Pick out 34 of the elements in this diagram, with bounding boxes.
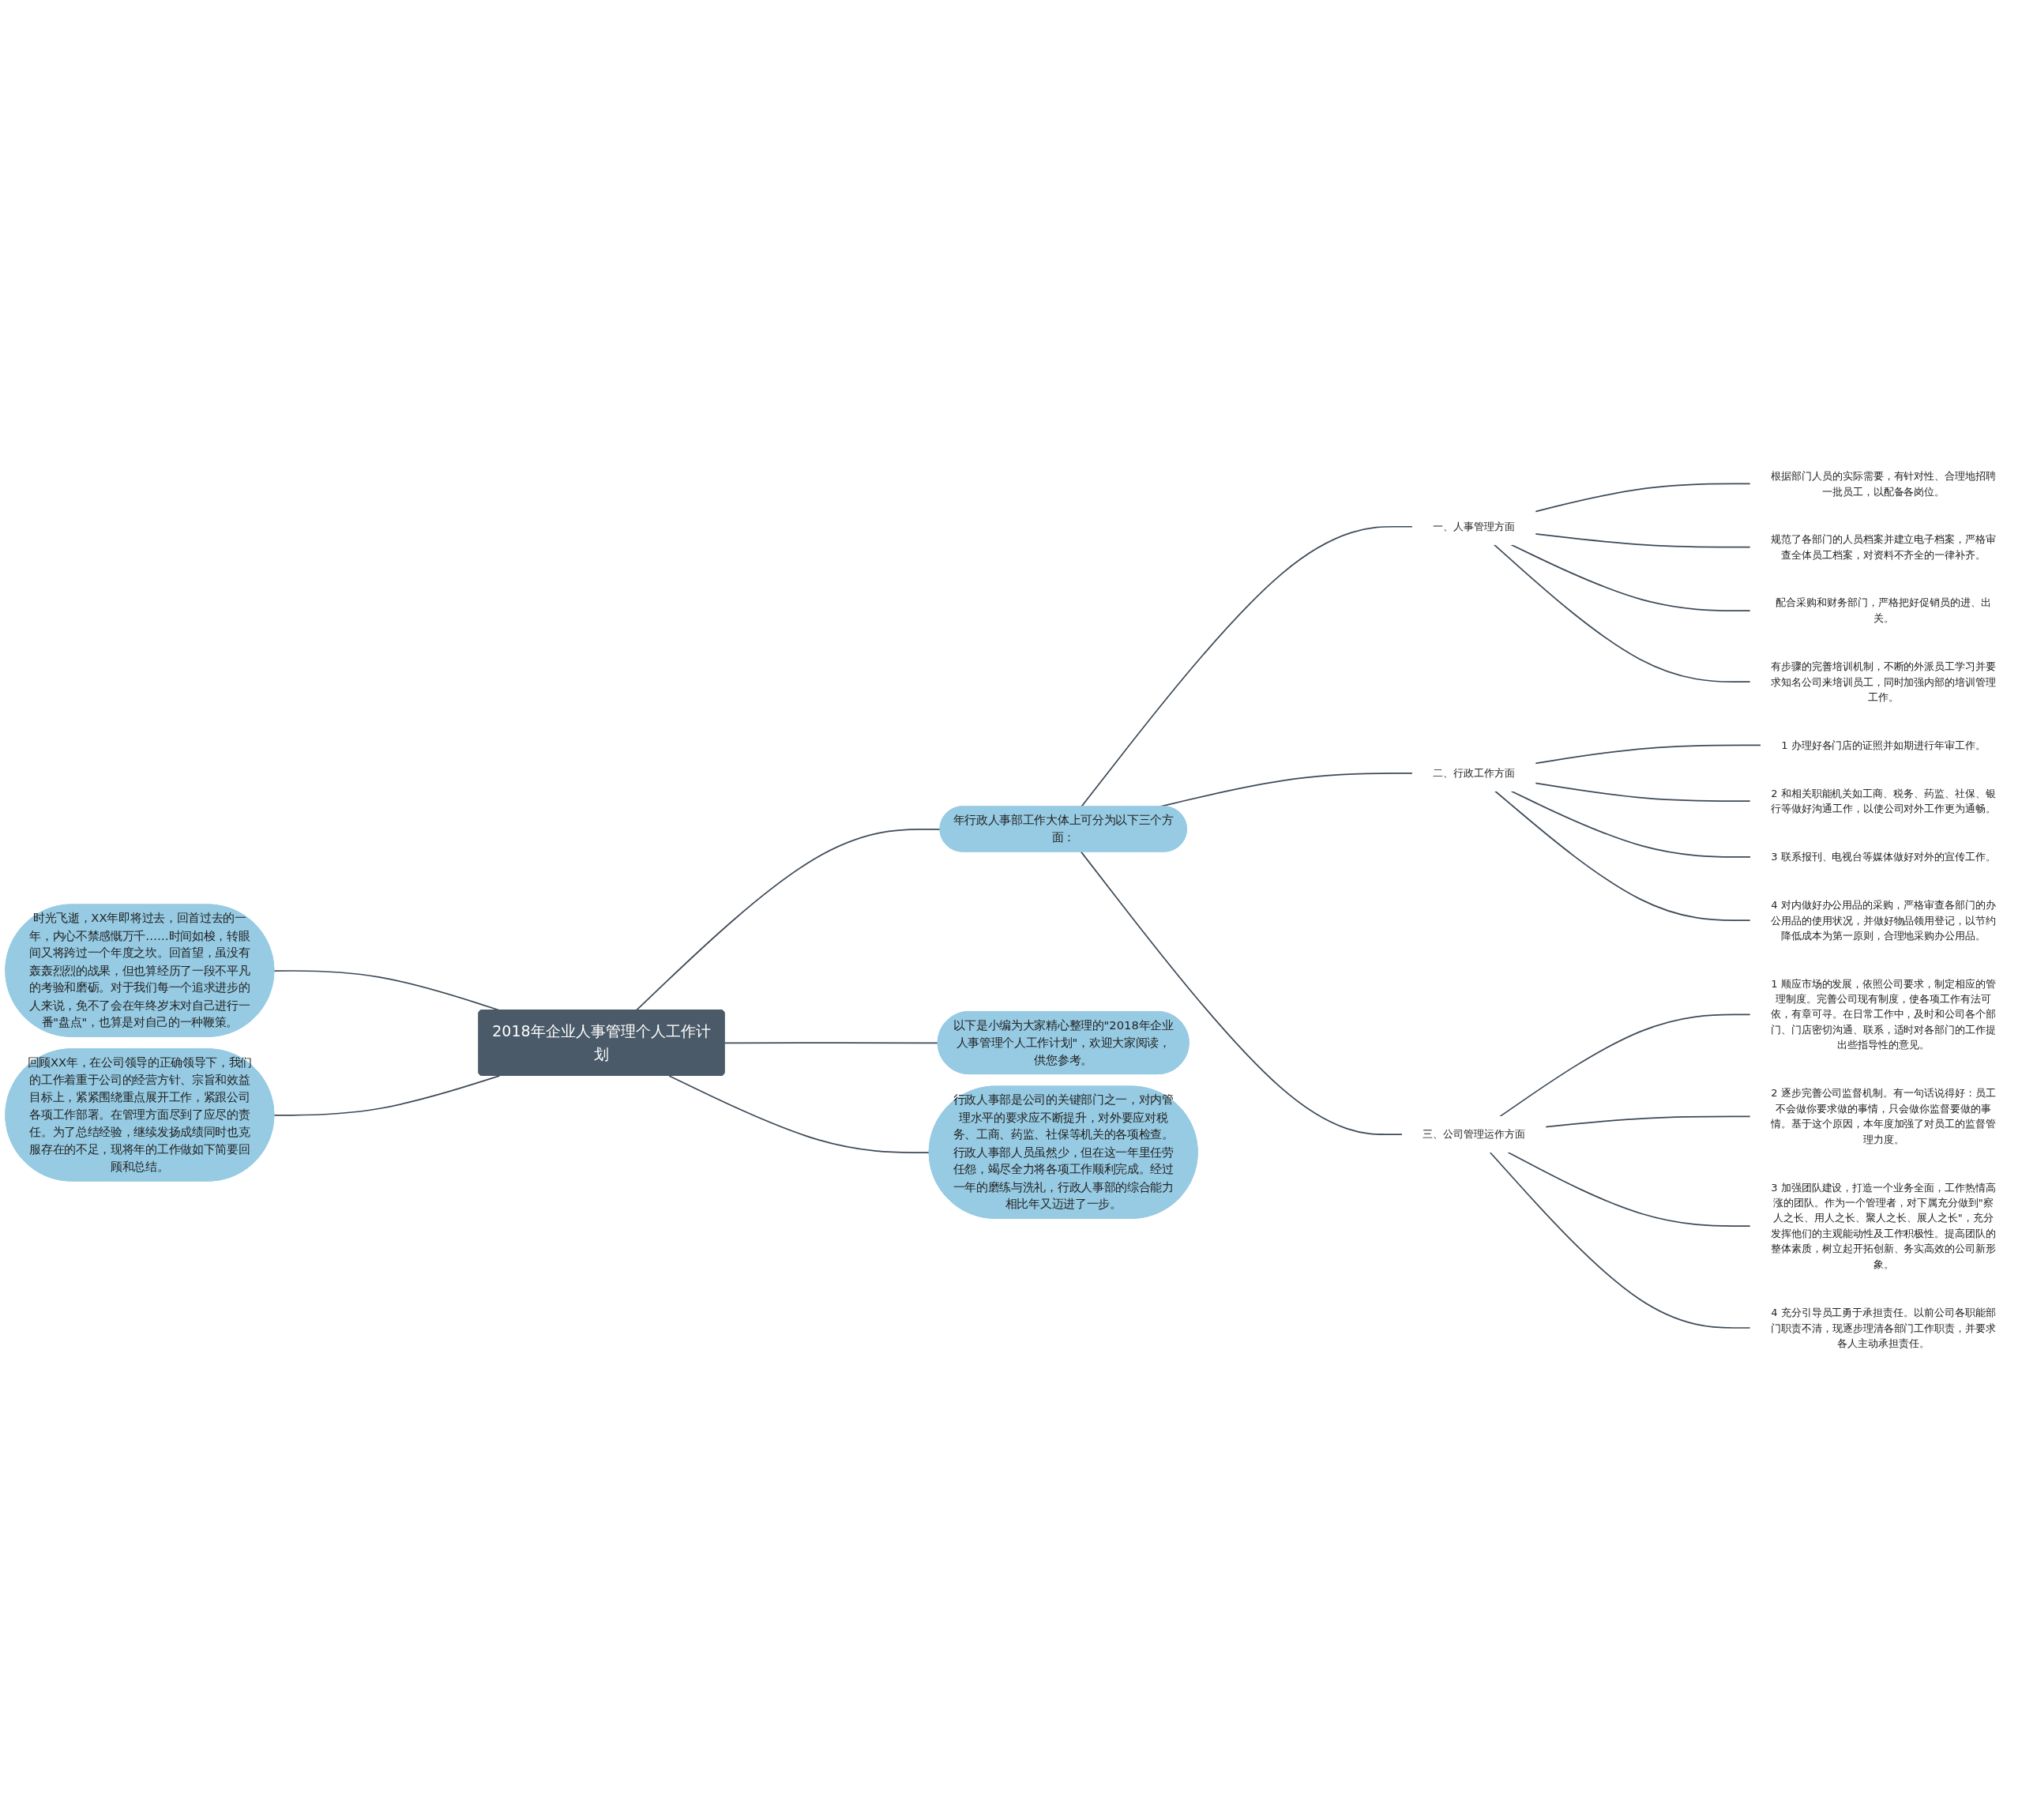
node-text: 3 联系报刊、电视台等媒体做好对外的宣传工作。 — [1771, 851, 1996, 863]
node-text: 规范了各部门的人员档案并建立电子档案，严格审查全体员工档案，对资料不齐全的一律补齐。 — [1771, 533, 1997, 562]
connector — [1535, 745, 1762, 765]
node-text: 有步骤的完善培训机制，不断的外派员工学习并要求知名公司来培训员工，同时加强内部的培训管理工作。 — [1771, 660, 1997, 704]
connector — [1081, 526, 1414, 808]
node-text: 4 充分引导员工勇于承担责任。以前公司各职能部门职责不清，现逐步理清各部门工作职责，并要求各人主动承担责任。 — [1771, 1307, 1997, 1350]
node-text: 1 顺应市场的发展，依照公司要求，制定相应的管理制度。完善公司现有制度，使各项工作有法可依，有章可寻。在日常工作中，及时和公司各个部门、门店密切沟通、联系，适时对各部门的工作提出些指导性的意见。 — [1771, 977, 1997, 1052]
connector — [1544, 1115, 1751, 1129]
connector — [635, 829, 941, 1012]
connector — [1510, 544, 1751, 612]
connector — [1499, 1014, 1751, 1118]
node-text: 2 和相关职能机关如工商、税务、药监、社保、银行等做好沟通工作，以使公司对外工作更为通畅。 — [1771, 787, 1997, 815]
connector — [1507, 1152, 1751, 1228]
node-text: 一、人事管理方面 — [1433, 521, 1515, 533]
connector — [1535, 533, 1751, 548]
connector — [1510, 791, 1752, 859]
node-text: 二、行政工作方面 — [1433, 767, 1515, 780]
connector — [1535, 483, 1751, 513]
connector — [1494, 791, 1751, 922]
node-text: 1 办理好各门店的证照并如期进行年审工作。 — [1781, 739, 1986, 752]
node-text: 根据部门人员的实际需要，有针对性、合理地招聘一批员工，以配备各岗位。 — [1771, 470, 1997, 498]
connector — [1493, 544, 1751, 683]
connector — [273, 1075, 501, 1117]
connector — [1489, 1152, 1751, 1329]
connector — [668, 1075, 930, 1154]
node-text: 配合采购和财务部门，严格把好促销员的进、出关。 — [1776, 596, 1991, 625]
connector — [1535, 782, 1751, 803]
connector — [723, 1042, 939, 1044]
connector — [1080, 852, 1404, 1136]
node-text: 2 逐步完善公司监督机制。有一句话说得好：员工不会做你要求做的事情，只会做你监督要做的事情。基于这个原因，本年度加强了对员工的监督管理力度。 — [1771, 1087, 1997, 1146]
node-text: 三、公司管理运作方面 — [1423, 1128, 1525, 1141]
connector — [273, 970, 501, 1012]
node-text: 3 加强团队建设，打造一个业务全面，工作热情高涨的团队。作为一个管理者，对下属充分做到"察人之长、用人之长、聚人之长、展人之长"，充分发挥他们的主观能动性及工作积极性。提高团队的整体素质，树立起开拓创新、务实高效的公司新形象。 — [1771, 1181, 1997, 1271]
node-text: 4 对内做好办公用品的采购，严格审查各部门的办公用品的使用状况，并做好物品领用登记，以节约降低成本为第一原则，合理地采购办公用品。 — [1771, 899, 1997, 942]
